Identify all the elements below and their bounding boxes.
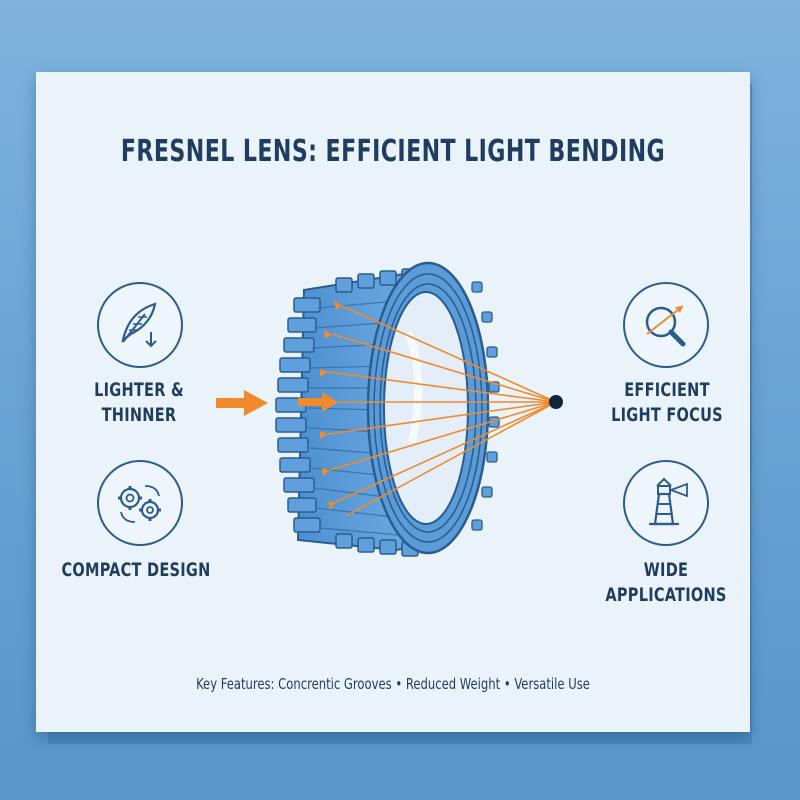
gears-icon	[97, 460, 183, 546]
feather-icon	[97, 282, 183, 368]
incoming-light-arrow	[216, 390, 268, 416]
lens-face	[366, 261, 500, 555]
infographic-card: FRESNEL LENS: EFFICIENT LIGHT BENDING	[36, 72, 750, 732]
page-title: FRESNEL LENS: EFFICIENT LIGHT BENDING	[120, 134, 666, 169]
fresnel-lens-diagram	[216, 261, 563, 557]
ray-arrowheads	[320, 300, 342, 510]
focal-point	[549, 395, 563, 409]
lighter-thinner-label: LIGHTER & THINNER	[94, 379, 184, 426]
refracted-rays	[327, 305, 557, 517]
wide-applications-label: WIDE APPLICATIONS	[605, 559, 727, 606]
efficient-light-focus-label: EFFICIENT LIGHT FOCUS	[611, 379, 723, 426]
key-features-footer: Key Features: Concrentic Grooves • Reduc…	[196, 675, 590, 693]
magnifier-icon	[623, 282, 709, 368]
lighthouse-icon	[623, 460, 709, 546]
compact-design-label: COMPACT DESIGN	[61, 559, 211, 581]
